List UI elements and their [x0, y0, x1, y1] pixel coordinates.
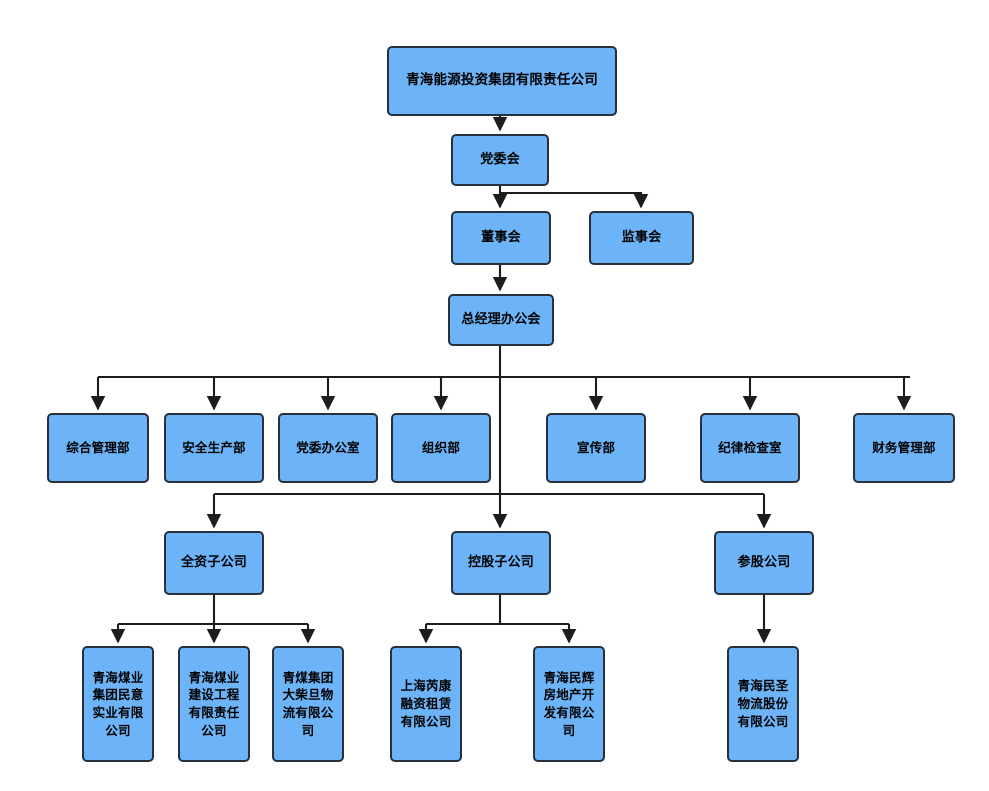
node-root-company[interactable]: 青海能源投资集团有限责任公司 — [387, 46, 617, 116]
node-label: 监事会 — [621, 230, 662, 246]
node-label: 青海民圣物流股份有限公司 — [737, 678, 789, 729]
node-subsidiary-3[interactable]: 上海芮康融资租赁有限公司 — [390, 646, 462, 762]
node-label: 综合管理部 — [66, 439, 130, 455]
node-board-of-supervisors[interactable]: 监事会 — [589, 211, 694, 265]
node-label: 控股子公司 — [467, 555, 534, 571]
node-label: 上海芮康融资租赁有限公司 — [400, 678, 452, 729]
node-label: 纪律检查室 — [718, 439, 782, 455]
node-subsidiary-0[interactable]: 青海煤业集团民意实业有限公司 — [82, 646, 154, 762]
node-party-committee[interactable]: 党委会 — [451, 134, 549, 186]
node-label: 财务管理部 — [872, 439, 936, 455]
node-label: 青煤集团大柴旦物流有限公司 — [282, 669, 334, 738]
node-department-6[interactable]: 财务管理部 — [853, 413, 955, 483]
node-subsidiary-4[interactable]: 青海民辉房地产开发有限公司 — [533, 646, 605, 762]
node-label: 组织部 — [421, 439, 461, 455]
node-general-manager-office[interactable]: 总经理办公会 — [448, 294, 554, 346]
node-label: 党委办公室 — [296, 439, 360, 455]
edge-party-to-supervisors — [500, 191, 649, 209]
node-label: 青海煤业集团民意实业有限公司 — [92, 669, 144, 738]
node-label: 青海民辉房地产开发有限公司 — [543, 669, 595, 738]
node-department-4[interactable]: 宣传部 — [546, 413, 646, 483]
node-label: 党委会 — [480, 152, 520, 168]
node-label: 青海能源投资集团有限责任公司 — [406, 72, 598, 89]
node-label: 宣传部 — [576, 439, 616, 455]
node-subsidiary-5[interactable]: 青海民圣物流股份有限公司 — [727, 646, 799, 762]
node-department-2[interactable]: 党委办公室 — [278, 413, 378, 483]
node-subsidiary-1[interactable]: 青海煤业建设工程有限责任公司 — [178, 646, 250, 762]
node-subsidiary-2[interactable]: 青煤集团大柴旦物流有限公司 — [272, 646, 344, 762]
node-department-5[interactable]: 纪律检查室 — [700, 413, 800, 483]
node-label: 参股公司 — [737, 555, 791, 571]
node-label: 青海煤业建设工程有限责任公司 — [188, 669, 240, 738]
node-department-0[interactable]: 综合管理部 — [47, 413, 149, 483]
node-label: 总经理办公会 — [461, 312, 541, 328]
node-category-equity-participation[interactable]: 参股公司 — [714, 531, 814, 595]
node-board-of-directors[interactable]: 董事会 — [451, 211, 551, 265]
node-label: 董事会 — [481, 230, 521, 246]
node-category-holding[interactable]: 控股子公司 — [451, 531, 551, 595]
node-label: 安全生产部 — [182, 439, 246, 455]
node-category-wholly-owned[interactable]: 全资子公司 — [164, 531, 264, 595]
node-department-3[interactable]: 组织部 — [391, 413, 491, 483]
node-label: 全资子公司 — [180, 555, 247, 571]
node-department-1[interactable]: 安全生产部 — [164, 413, 264, 483]
